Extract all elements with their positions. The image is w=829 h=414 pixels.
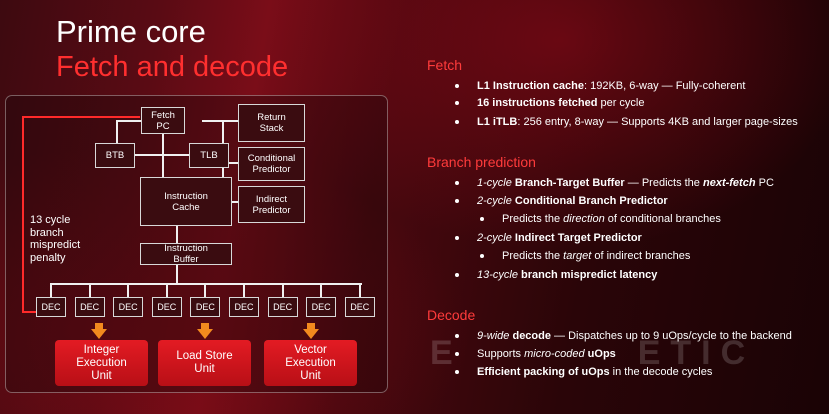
vector-execution-unit: Vector Execution Unit bbox=[264, 340, 357, 386]
branch-subitem: Predicts the direction of conditional br… bbox=[480, 213, 721, 225]
instruction-cache-box: Instruction Cache bbox=[140, 177, 232, 226]
instruction-buffer-box: Instruction Buffer bbox=[140, 243, 232, 265]
load-store-unit-label: Load Store Unit bbox=[176, 350, 233, 375]
fetch-item: 16 instructions fetched per cycle bbox=[455, 97, 645, 109]
integer-execution-unit: Integer Execution Unit bbox=[55, 340, 148, 386]
load-store-arrow-icon bbox=[197, 323, 213, 339]
decoder-feed-wire bbox=[165, 283, 168, 297]
wire bbox=[202, 120, 238, 122]
mispredict-wire bbox=[22, 311, 36, 313]
decode-item: Supports micro-coded uOps bbox=[455, 348, 616, 360]
slide-title: Prime core bbox=[56, 14, 206, 49]
decoder-feed-wire bbox=[358, 283, 361, 297]
decoder-box: DEC bbox=[74, 297, 105, 317]
decoder-box: DEC bbox=[190, 297, 221, 317]
return-stack-box: Return Stack bbox=[238, 104, 305, 142]
decoder-box: DEC bbox=[113, 297, 144, 317]
wire bbox=[176, 224, 178, 244]
fetch-pc-box: Fetch PC bbox=[141, 107, 185, 134]
decoder-box: DEC bbox=[344, 297, 375, 317]
decoder-feed-wire bbox=[88, 283, 91, 297]
branch-subitem: Predicts the target of indirect branches bbox=[479, 250, 691, 262]
fetch-item: L1 iTLB: 256 entry, 8-way — Supports 4KB… bbox=[455, 116, 798, 128]
vector-unit-arrow-icon bbox=[303, 323, 319, 339]
instruction-cache-label: Instruction Cache bbox=[164, 190, 208, 213]
mispredict-wire bbox=[22, 116, 140, 118]
conditional-predictor-label: Conditional Predictor bbox=[247, 153, 296, 175]
wire bbox=[117, 120, 141, 122]
slide-subtitle: Fetch and decode bbox=[56, 51, 289, 83]
decoder-box: DEC bbox=[267, 297, 298, 317]
decoder-feed-wire bbox=[204, 283, 207, 297]
btb-box: BTB bbox=[95, 143, 135, 168]
decoder-box: DEC bbox=[36, 297, 66, 317]
vector-execution-unit-label: Vector Execution Unit bbox=[285, 343, 336, 382]
decoder-feed-wire bbox=[127, 283, 130, 297]
decoder-feed-wire bbox=[281, 283, 284, 297]
load-store-unit: Load Store Unit bbox=[158, 340, 251, 386]
wire bbox=[135, 154, 189, 156]
decoder-feed-wire bbox=[243, 283, 245, 297]
decode-item: 9-wide decode — Dispatches up to 9 uOps/… bbox=[455, 330, 792, 342]
instruction-buffer-label: Instruction Buffer bbox=[164, 243, 208, 265]
integer-unit-arrow-icon bbox=[91, 323, 107, 339]
branch-item: 2-cycle Indirect Target Predictor bbox=[455, 232, 642, 244]
decode-item: Efficient packing of uOps in the decode … bbox=[454, 366, 713, 378]
mispredict-penalty-label: 13 cycle branch mispredict penalty bbox=[30, 214, 81, 264]
wire bbox=[176, 264, 178, 284]
mispredict-wire bbox=[22, 116, 24, 312]
decoder-feed-wire bbox=[50, 283, 52, 297]
integer-execution-unit-label: Integer Execution Unit bbox=[76, 343, 127, 382]
branch-item: 2-cycle Conditional Branch Predictor bbox=[455, 195, 668, 207]
decoder-box: DEC bbox=[151, 297, 182, 317]
btb-label: BTB bbox=[105, 150, 125, 161]
wire bbox=[222, 162, 238, 164]
return-stack-label: Return Stack bbox=[257, 112, 286, 134]
indirect-predictor-box: Indirect Predictor bbox=[238, 186, 305, 223]
tlb-label: TLB bbox=[200, 150, 218, 161]
branch-prediction-heading: Branch prediction bbox=[427, 154, 536, 170]
fetch-item: L1 Instruction cache: 192KB, 6-way — Ful… bbox=[454, 80, 746, 92]
wire bbox=[116, 120, 118, 146]
decode-heading: Decode bbox=[427, 307, 476, 323]
fetch-heading: Fetch bbox=[427, 57, 463, 73]
decoder-box: DEC bbox=[229, 297, 259, 317]
fetch-pc-label: Fetch PC bbox=[151, 109, 175, 132]
decoder-box: DEC bbox=[306, 297, 337, 317]
watermark: E ETIC bbox=[430, 334, 756, 372]
indirect-predictor-label: Indirect Predictor bbox=[252, 193, 291, 216]
decoder-feed-wire bbox=[320, 283, 323, 297]
tlb-box: TLB bbox=[189, 143, 229, 168]
branch-item: 13-cycle branch mispredict latency bbox=[454, 269, 658, 281]
branch-item: 1-cycle Branch-Target Buffer — Predicts … bbox=[455, 177, 774, 189]
conditional-predictor-box: Conditional Predictor bbox=[238, 147, 305, 181]
